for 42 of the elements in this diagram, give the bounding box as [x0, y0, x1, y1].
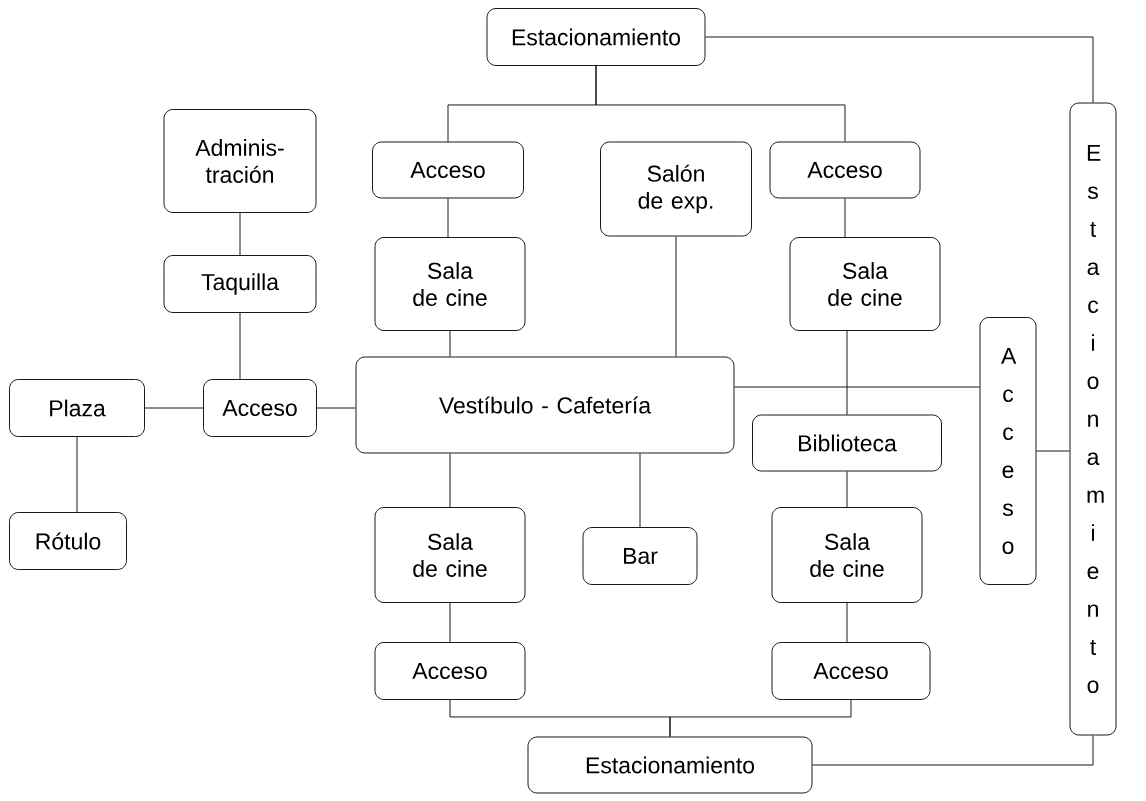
process-box: Acceso: [769, 141, 921, 199]
process-box: Adminis-tración: [163, 109, 317, 213]
connector-line: [595, 65, 846, 142]
connector-line: [1036, 450, 1070, 452]
connector-line: [239, 212, 241, 256]
process-box: Plaza: [9, 379, 145, 437]
connector-line: [76, 436, 78, 513]
process-box: Acceso: [203, 379, 317, 437]
process-box: Sala de cine: [771, 507, 923, 603]
process-box: Bar: [582, 527, 698, 585]
process-box: Estacionamiento: [1069, 102, 1117, 736]
process-box: Acceso: [372, 141, 524, 199]
connector-line: [669, 699, 852, 737]
process-box: Estacionamiento: [527, 736, 813, 794]
connector-line: [705, 36, 1094, 103]
connector-line: [734, 386, 980, 388]
connector-line: [844, 198, 846, 238]
process-box: Salón de exp.: [600, 141, 752, 237]
process-box: Taquilla: [163, 255, 317, 313]
connector-line: [675, 236, 677, 357]
connector-line: [449, 453, 451, 508]
connector-line: [144, 407, 204, 409]
connector-line: [449, 330, 451, 357]
connector-line: [812, 735, 1094, 766]
process-box: Estacionamiento: [486, 8, 706, 66]
connector-line: [846, 602, 848, 643]
connector-line: [447, 198, 449, 238]
process-box: Sala de cine: [789, 237, 941, 331]
process-box: Acceso: [374, 642, 526, 700]
connector-line: [449, 602, 451, 643]
process-box: Rótulo: [9, 512, 127, 570]
process-box: Acceso: [979, 317, 1037, 585]
connector-line: [639, 453, 641, 528]
connector-line: [846, 330, 848, 415]
process-box: Sala de cine: [374, 507, 526, 603]
connector-line: [316, 407, 356, 409]
process-box: Biblioteca: [752, 414, 942, 472]
process-box: Sala de cine: [374, 237, 526, 331]
connector-line: [846, 471, 848, 508]
connector-line: [239, 312, 241, 380]
process-box: Vestíbulo - Cafetería: [355, 356, 735, 454]
process-box: Acceso: [771, 642, 931, 700]
